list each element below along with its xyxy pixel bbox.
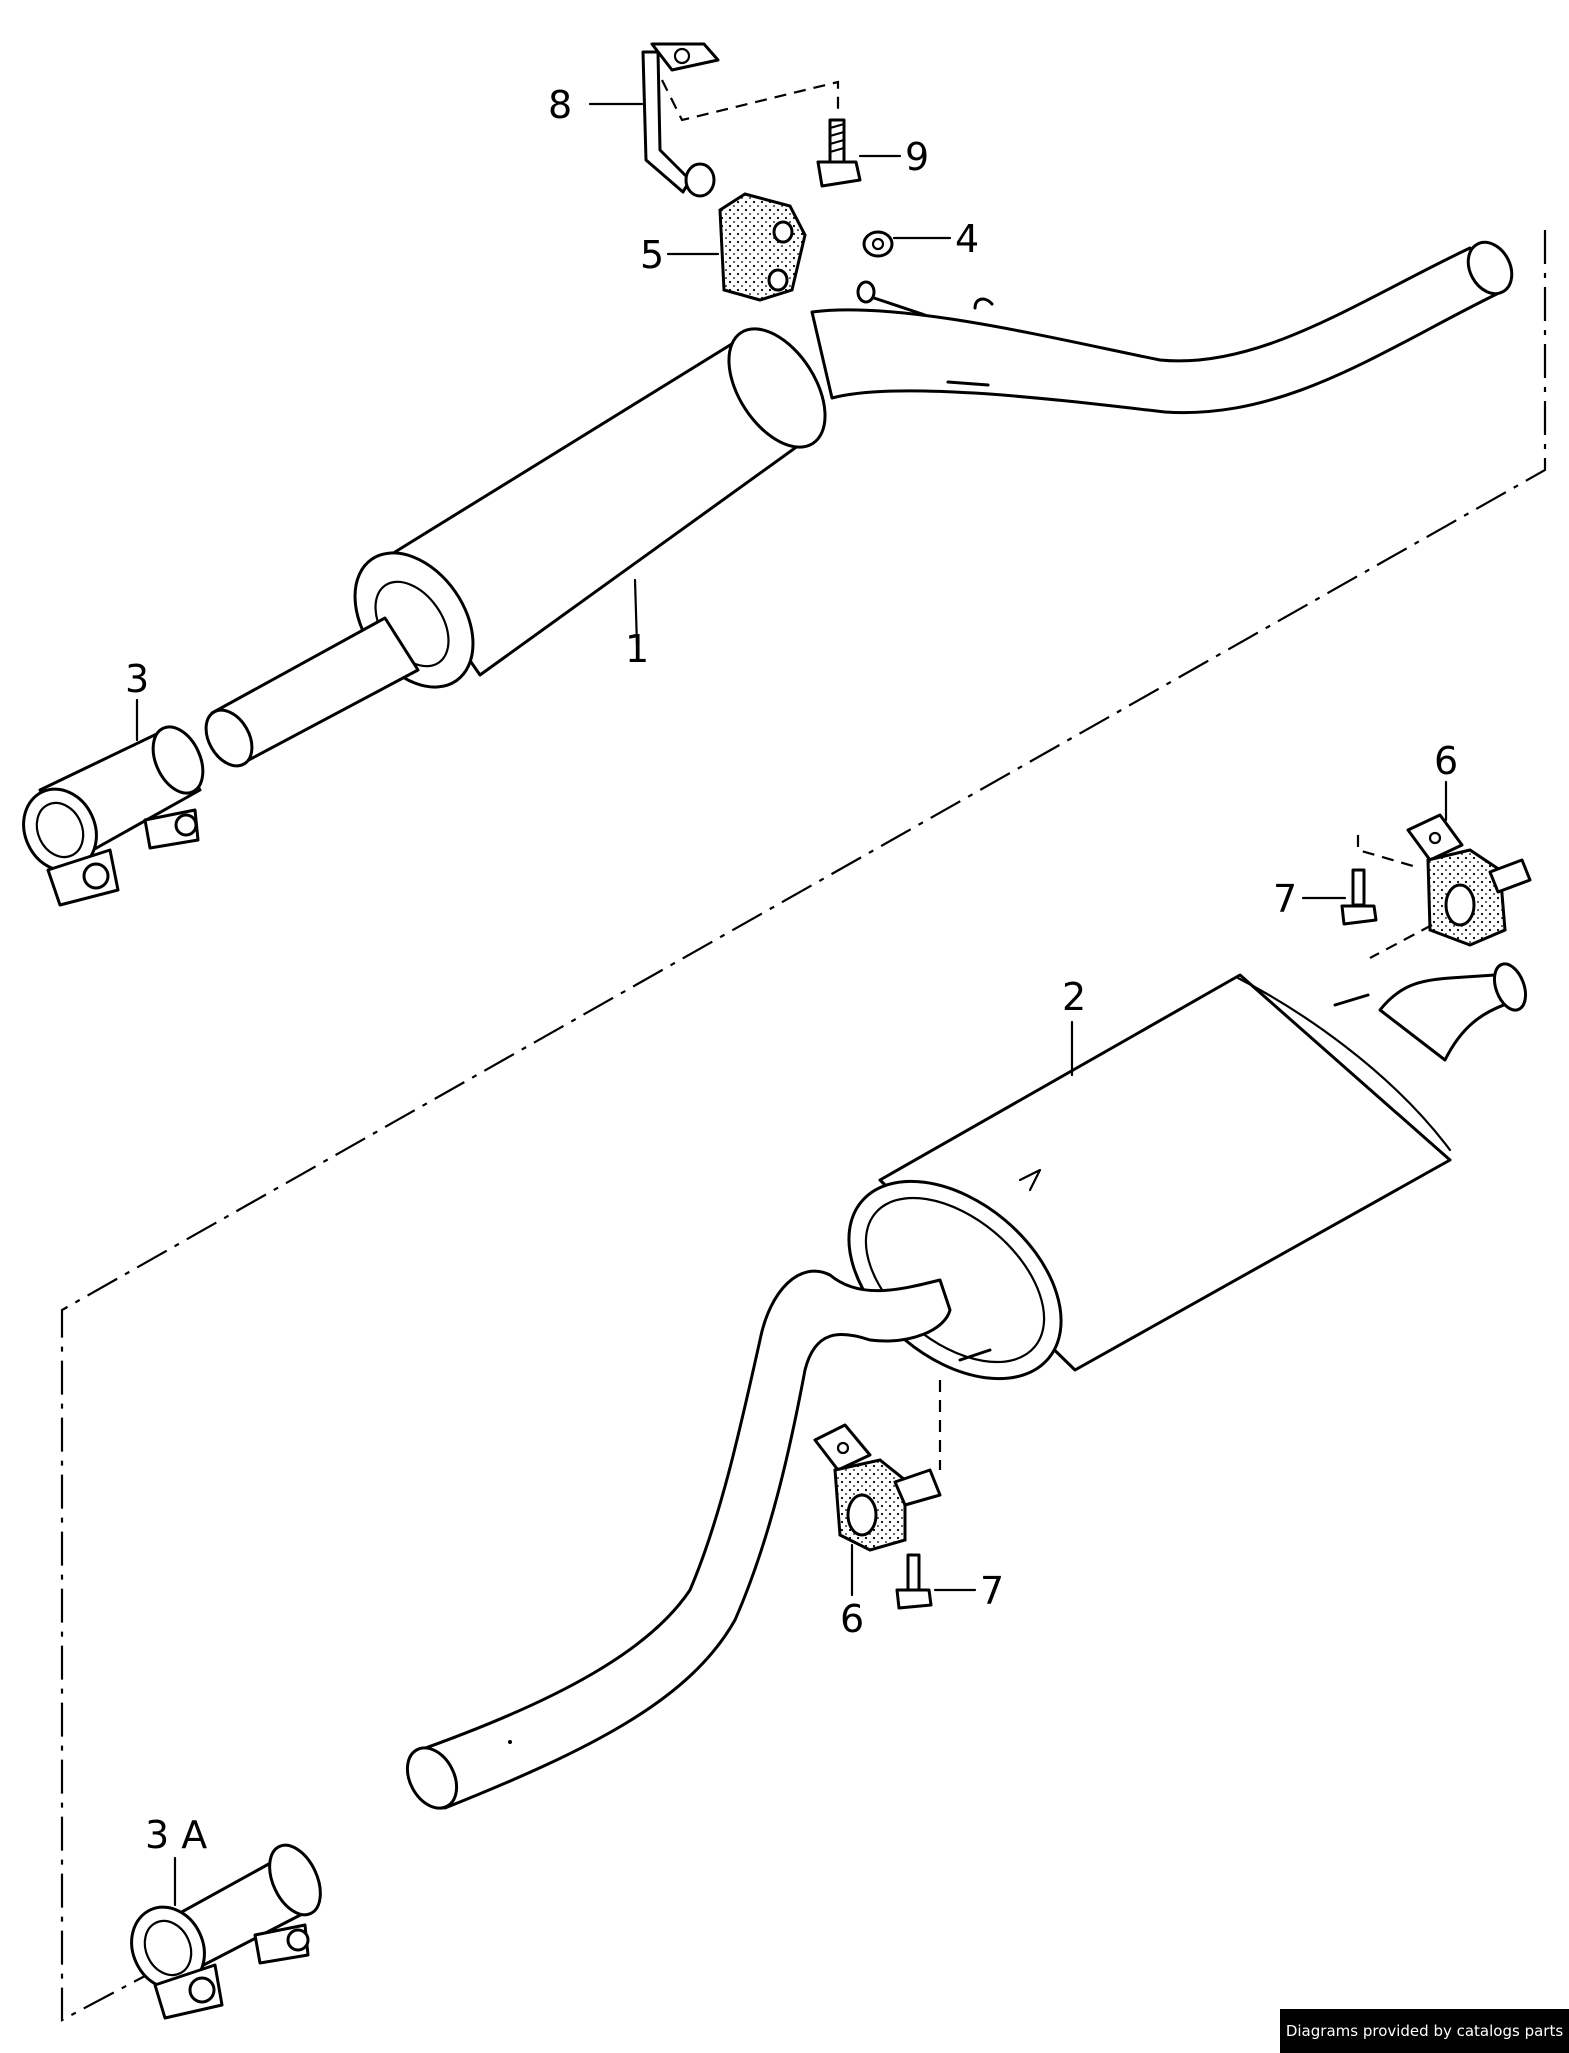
bracket-bolt-guide [661,79,840,122]
bolt-7-lower [895,1553,933,1610]
part-5-label: 5 [640,233,664,277]
rubber-hanger-6-upper [1406,813,1532,947]
part-3a-label: 3 A [145,1813,207,1857]
washer-4 [862,230,894,258]
diagram-credit-footer: Diagrams provided by catalogs parts [1280,2009,1569,2053]
part-6-upper-label: 6 [1434,739,1458,783]
part-9-label: 9 [905,135,929,179]
part-7-upper-label: 7 [1273,877,1297,921]
rubber-hanger-6-lower [813,1423,942,1552]
upper-hanger-guide [1356,835,1433,959]
bolt-7-upper [1340,868,1378,926]
front-muffler-pipe [204,240,1514,768]
bolt-9 [816,118,862,188]
rubber-mount-5 [718,192,807,302]
pipe-clamp-3 [22,725,205,907]
part-2-label: 2 [1062,975,1086,1019]
part-4-label: 4 [955,217,979,261]
part-6-lower-label: 6 [840,1597,864,1641]
part-1-label: 1 [625,627,649,671]
part-8-label: 8 [548,83,572,127]
pipe-clamp-3a [130,1843,322,2020]
hanger-bracket [641,42,720,198]
part-3-label: 3 [125,657,149,701]
part-7-lower-label: 7 [980,1569,1004,1613]
assembly-boundary-line [60,230,1547,2022]
rear-muffler [405,962,1528,1810]
